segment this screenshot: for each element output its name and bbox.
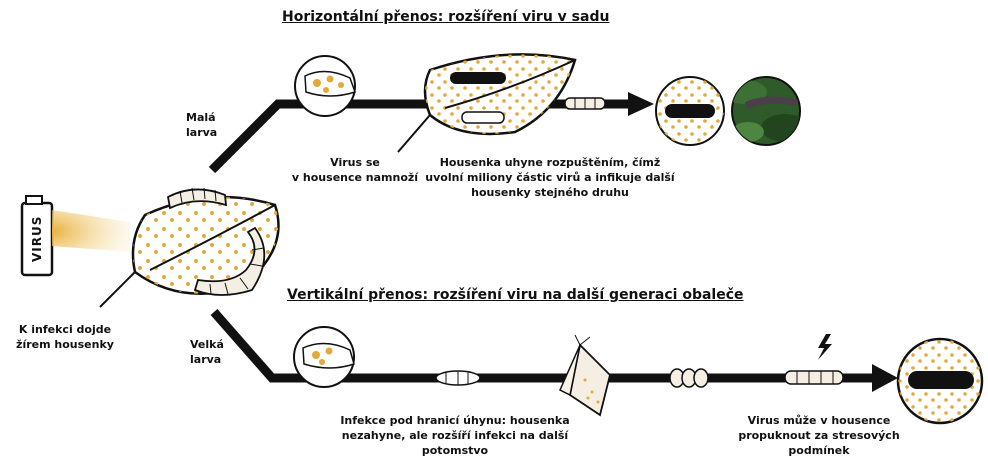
infected-larva-photo	[731, 76, 801, 146]
larva-on-leaf-top	[166, 187, 228, 210]
horizontal-arrowhead	[628, 92, 654, 116]
title-horizontal: Horizontální přenos: rozšíření viru v sa…	[282, 9, 610, 25]
spray-cloud	[52, 210, 130, 252]
multiply-circle	[294, 55, 356, 117]
outbreak-circle	[896, 337, 984, 425]
small-larva-top	[564, 97, 606, 110]
dead-larva-circle	[655, 76, 725, 146]
central-leaf	[99, 187, 280, 308]
live-larva-top-leaf	[461, 111, 505, 124]
larva-bottom	[784, 370, 844, 385]
virus-spray-can	[20, 195, 130, 277]
title-vertical: Vertikální přenos: rozšíření viru na dal…	[287, 287, 744, 303]
vertical-arrowhead	[872, 364, 898, 392]
dead-larva-top-leaf	[450, 72, 506, 84]
lightning-icon	[818, 334, 832, 360]
top-leaf	[397, 53, 577, 153]
moth	[559, 334, 611, 417]
spray-label: VIRUS	[30, 215, 44, 262]
pupa	[435, 370, 481, 386]
larva-on-leaf-right	[193, 226, 266, 296]
sublethal-circle	[293, 326, 355, 388]
eggs	[669, 368, 709, 388]
